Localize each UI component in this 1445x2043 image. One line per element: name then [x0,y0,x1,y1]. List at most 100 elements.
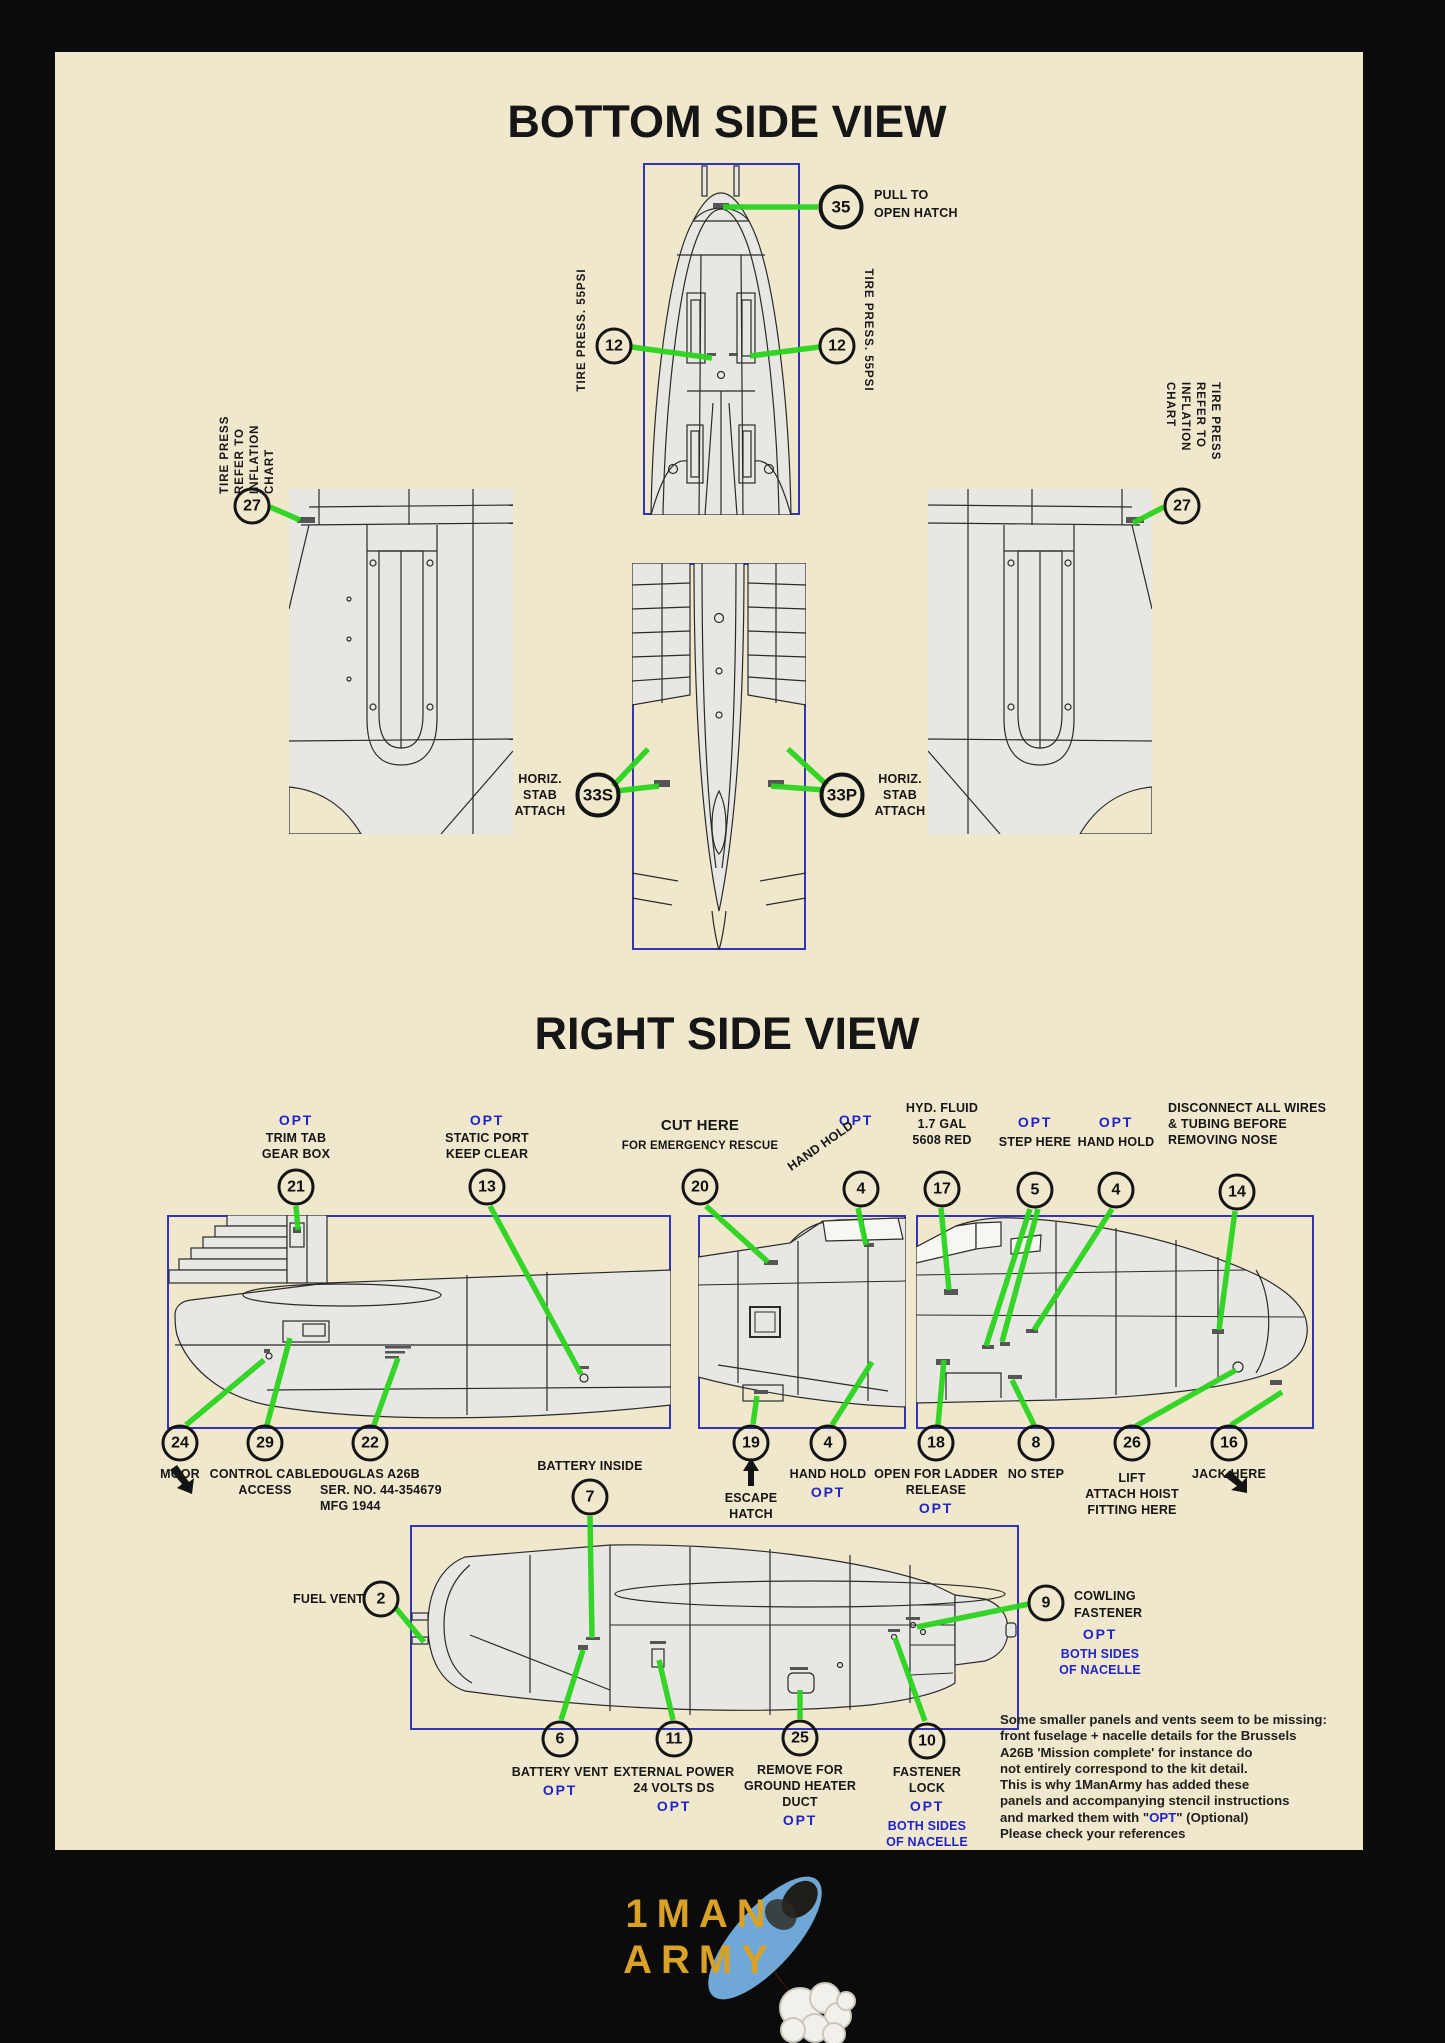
callout-circle-8: 8 [1017,1424,1055,1462]
logo-word-army: ARMY [623,1938,777,1982]
cowling-label-1: COWLING [1074,1589,1136,1603]
callout-number: 4 [823,1434,833,1451]
callout-number: 26 [1123,1434,1141,1451]
callout-number: 4 [856,1180,866,1197]
opt-badge: OPT [656,1798,692,1814]
callout-number: 33P [826,785,858,804]
right-wing-bottom-view-box [928,489,1152,834]
right-wing-bottom-view-drawing [928,489,1152,834]
callout-circle-21: 21 [277,1168,315,1206]
callout-circle-24: 24 [161,1424,199,1462]
callout-circle-25: 25 [781,1719,819,1757]
inflation-chart-label-left: TIRE PRESS REFER TO INFLATION CHART [218,382,280,494]
pull-to-open-label-2: OPEN HATCH [874,206,958,220]
opt-badge: OPT [278,1112,314,1128]
label-line: CHART [264,448,276,494]
opt-badge: OPT [810,1484,846,1500]
douglas-label-2: SER. NO. 44-354679 [320,1483,442,1497]
callout-circle-6: 6 [541,1720,579,1758]
nose-side-view-drawing [916,1217,1308,1404]
callout-circle-4-top2: 4 [1097,1171,1135,1209]
cowling-label-2: FASTENER [1074,1606,1143,1620]
callout-number: 4 [1111,1181,1121,1198]
heater-label-2: GROUND HEATER [743,1779,857,1793]
opt-badge: OPT [909,1798,945,1814]
pull-to-open-label-1: PULL TO [874,188,929,202]
callout-number: 27 [243,497,261,514]
callout-number: 12 [828,337,846,354]
cockpit-side-view-box [698,1215,906,1429]
note-line-8: Please check your references [1000,1826,1186,1842]
callout-number: 7 [585,1488,595,1505]
opt-badge: OPT [542,1782,578,1798]
callout-number: 12 [605,337,623,354]
note-line-7: and marked them with "OPT" (Optional) [1000,1810,1370,1826]
escape-hatch-label-2: HATCH [729,1507,773,1521]
note-line-1: Some smaller panels and vents seem to be… [1000,1712,1327,1727]
douglas-label-3: MFG 1944 [320,1499,381,1513]
callout-number: 22 [361,1434,379,1451]
callout-circle-12-right: 12 [818,327,856,365]
callout-number: 8 [1031,1434,1041,1451]
label-line: STAB [883,788,917,802]
nose-bottom-view-drawing [650,165,792,515]
note-line-3: A26B 'Mission complete' for instance do [1000,1744,1253,1760]
opt-badge: OPT [782,1812,818,1828]
cowling-label-4: OF NACELLE [1059,1663,1141,1677]
heater-label-3: DUCT [782,1795,818,1809]
tire-press-label-right: TIRE PRESS. 55PSI [862,268,874,392]
callout-circle-9: 9 [1027,1584,1065,1622]
battery-vent-label: BATTERY VENT [511,1765,609,1779]
callout-circle-26: 26 [1113,1424,1151,1462]
fastener-lock-label-2: LOCK [908,1781,946,1795]
escape-hatch-label-1: ESCAPE [724,1491,778,1505]
fuel-vent-label: FUEL VENT [293,1592,365,1606]
label-line: REFER TO [234,428,246,494]
callout-number: 35 [831,197,851,216]
callout-circle-14: 14 [1218,1173,1256,1211]
label-line: STAB [523,788,557,802]
note-line-5: This is why 1ManArmy has added these [1000,1777,1250,1793]
label-line: CHART [1164,382,1176,428]
callout-number: 10 [918,1732,936,1749]
label-line: HORIZ. [878,772,922,786]
callout-number: 21 [287,1178,305,1195]
callout-circle-33S: 33S [575,772,621,818]
label-line: INFLATION [249,424,261,494]
horiz-stab-attach-label-left: HORIZ. STAB ATTACH [515,771,566,819]
label-line: INFLATION [1179,382,1191,452]
callout-number: 14 [1228,1183,1246,1200]
hyd-fluid-label-1: HYD. FLUID [905,1101,979,1115]
callout-number: 11 [665,1730,683,1747]
callout-circle-17: 17 [923,1170,961,1208]
jack-here-label: JACK HERE [1191,1467,1267,1481]
callout-number: 29 [256,1434,274,1451]
callout-circle-27-right: 27 [1163,487,1201,525]
hyd-fluid-label-2: 1.7 GAL [917,1117,967,1131]
callout-circle-33P: 33P [819,772,865,818]
lift-label-2: ATTACH HOIST [1085,1487,1179,1501]
callout-number: 6 [555,1730,565,1747]
cockpit-side-view-drawing [698,1217,906,1408]
opt-badge: OPT [838,1112,874,1128]
callout-circle-35: 35 [818,184,864,230]
ladder-label-1: OPEN FOR LADDER [874,1467,998,1481]
label-line: ATTACH [874,804,926,818]
callout-number: 18 [927,1434,945,1451]
disconnect-label-2: & TUBING BEFORE [1168,1117,1287,1131]
trim-tab-label-1: TRIM TAB [265,1131,327,1145]
callout-circle-4-bottom: 4 [809,1424,847,1462]
label-line: ATTACH [514,804,566,818]
callout-number: 27 [1173,497,1191,514]
ladder-label-2: RELEASE [905,1483,967,1497]
lift-label-1: LIFT [1118,1471,1146,1485]
inflation-chart-label-right: TIRE PRESS REFER TO INFLATION CHART [1160,382,1222,494]
callout-number: 24 [171,1434,189,1451]
fastener-lock-label-1: FASTENER [892,1765,962,1779]
bottom-view-title: BOTTOM SIDE VIEW [507,96,947,147]
callout-circle-5: 5 [1016,1171,1054,1209]
opt-badge: OPT [1082,1626,1118,1642]
lift-label-3: FITTING HERE [1087,1503,1177,1517]
note-paragraph: Some smaller panels and vents seem to be… [1000,1712,1370,1842]
